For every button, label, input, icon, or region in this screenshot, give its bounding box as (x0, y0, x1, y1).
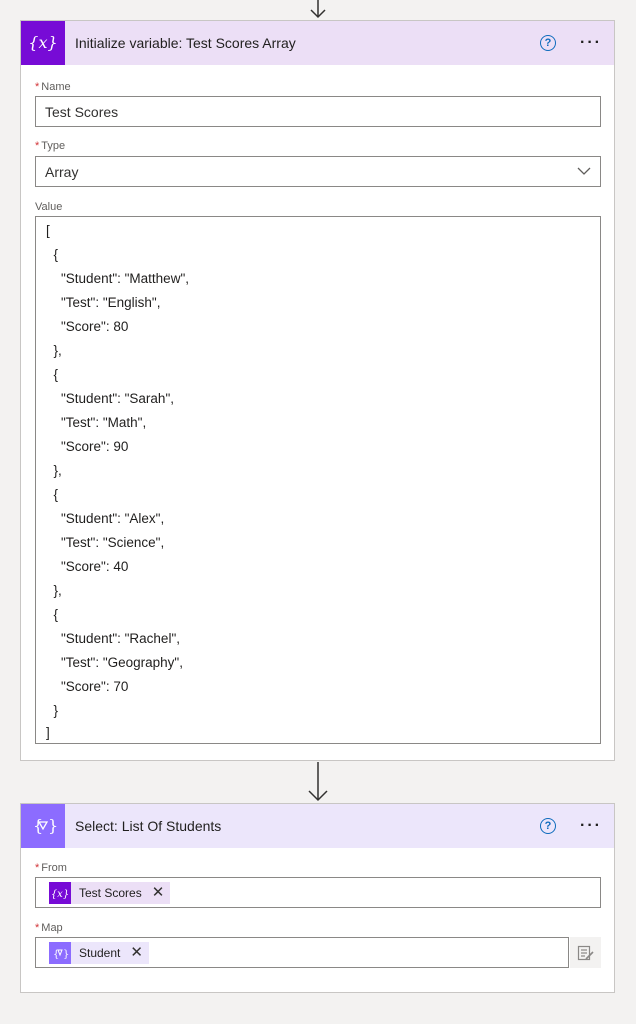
value-line: "Test": "Math", (46, 415, 147, 430)
more-options-icon[interactable]: ··· (580, 34, 602, 51)
value-line: "Score": 70 (46, 679, 129, 694)
from-input[interactable]: {x} Test Scores ✕ (35, 877, 601, 908)
svg-text:}: } (48, 816, 58, 835)
close-icon[interactable]: ✕ (130, 944, 143, 961)
value-line: }, (46, 343, 62, 358)
svg-text:{x}: {x} (28, 33, 57, 52)
select-icon: { } (49, 941, 71, 964)
switch-map-mode-button[interactable] (570, 937, 601, 968)
initialize-variable-header[interactable]: {x} Initialize variable: Test Scores Arr… (21, 21, 614, 65)
select-card: { } Select: List Of Students ? ··· *From… (20, 803, 615, 993)
step-title: Select: List Of Students (75, 818, 222, 834)
required-marker: * (35, 81, 40, 93)
chevron-down-icon (577, 167, 591, 175)
step-title: Initialize variable: Test Scores Array (75, 35, 296, 51)
value-line: "Score": 80 (46, 319, 129, 334)
from-label: *From (35, 862, 67, 874)
type-label: *Type (35, 140, 66, 152)
name-label: *Name (35, 81, 71, 93)
select-icon: { } (21, 804, 65, 848)
curly-x-icon: {x} (49, 881, 71, 904)
map-token-label: Student (79, 945, 121, 960)
connector-arrow-top (310, 0, 326, 19)
more-options-icon[interactable]: ··· (580, 817, 602, 834)
curly-x-icon: {x} (21, 21, 65, 65)
help-icon[interactable]: ? (540, 35, 557, 51)
map-input[interactable]: { } Student ✕ (35, 937, 569, 968)
value-line: "Test": "English", (46, 295, 161, 310)
map-token[interactable]: { } Student ✕ (49, 941, 149, 964)
value-line: "Test": "Geography", (46, 655, 183, 670)
value-line: } (46, 703, 59, 718)
value-line: [ (46, 223, 50, 238)
value-line: "Student": "Matthew", (46, 271, 189, 286)
required-marker: * (35, 862, 40, 874)
select-header[interactable]: { } Select: List Of Students ? ··· (21, 804, 614, 848)
value-line: "Score": 40 (46, 559, 129, 574)
close-icon[interactable]: ✕ (151, 884, 165, 901)
value-line: { (46, 487, 59, 502)
map-label: *Map (35, 922, 63, 934)
value-line: "Student": "Rachel", (46, 631, 180, 646)
value-line: "Student": "Alex", (46, 511, 165, 526)
name-input[interactable]: Test Scores (35, 96, 601, 127)
value-line: "Score": 90 (46, 439, 129, 454)
value-line: ] (46, 725, 50, 740)
value-label: Value (35, 201, 63, 213)
value-line: }, (46, 583, 62, 598)
from-token-label: Test Scores (79, 885, 142, 900)
edit-table-icon (577, 945, 594, 960)
type-value: Array (45, 163, 79, 180)
required-marker: * (35, 140, 40, 152)
value-line: { (46, 247, 59, 262)
value-line: { (46, 607, 59, 622)
svg-text:{: { (33, 816, 43, 835)
value-line: }, (46, 463, 62, 478)
connector-arrow-middle (308, 762, 328, 802)
initialize-variable-card: {x} Initialize variable: Test Scores Arr… (20, 20, 615, 761)
required-marker: * (35, 922, 40, 934)
value-line: "Test": "Science", (46, 535, 165, 550)
from-token[interactable]: {x} Test Scores ✕ (49, 881, 171, 904)
svg-text:{: { (53, 949, 59, 960)
help-icon[interactable]: ? (540, 818, 557, 834)
svg-text:}: } (63, 949, 69, 960)
value-line: "Student": "Sarah", (46, 391, 174, 406)
type-dropdown[interactable]: Array (35, 156, 601, 187)
value-line: { (46, 367, 59, 382)
svg-text:{x}: {x} (51, 889, 69, 900)
value-textarea[interactable]: [ { "Student": "Matthew", "Test": "Engli… (35, 216, 601, 744)
